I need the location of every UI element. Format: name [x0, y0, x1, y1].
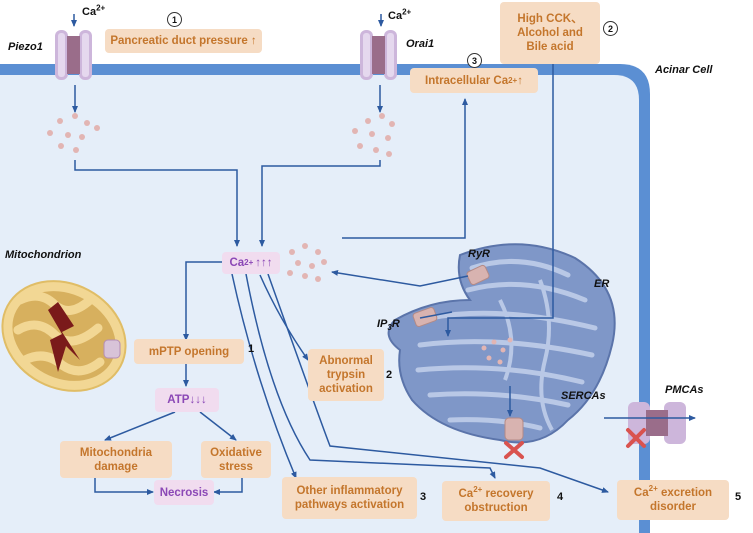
pmca-pump: [626, 402, 686, 448]
calcium-ion-label-left: Ca2+: [82, 3, 106, 18]
calcium-dots-mid: [352, 113, 395, 157]
ca-recovery-box: Ca2+ recovery obstruction: [442, 481, 550, 521]
er-label: ER: [594, 278, 610, 290]
marker-3: 3: [467, 53, 482, 68]
ryr-receptor: [466, 264, 490, 286]
step-number-5: 5: [735, 491, 742, 503]
acinar-cell-label: Acinar Cell: [655, 64, 713, 76]
orai1-label: Orai1: [406, 38, 435, 50]
mitochondrion: [1, 280, 127, 392]
pmcas-label: PMCAs: [665, 384, 704, 396]
step-number-3: 3: [420, 491, 427, 503]
marker-1: 1: [167, 12, 182, 27]
marker-2: 2: [603, 21, 618, 36]
necrosis-box: Necrosis: [154, 480, 214, 505]
sercas-label: SERCAs: [561, 390, 606, 402]
serca-pump: [504, 417, 524, 459]
calcium-dots-center: [287, 243, 327, 282]
endoplasmic-reticulum: [387, 243, 616, 444]
pathway-arrows: [71, 14, 696, 495]
step-number-4: 4: [557, 491, 564, 503]
ca-excretion-box: Ca2+ excretion disorder: [617, 480, 729, 520]
mptp-opening-box: mPTP opening: [134, 339, 244, 364]
atp-decrease-box: ATP↓↓↓: [155, 388, 219, 412]
piezo1-channel: [55, 30, 92, 80]
step-number-1: 1: [248, 343, 255, 355]
ryr-label: RyR: [468, 248, 491, 260]
step-number-2: 2: [386, 369, 393, 381]
calcium-dots-left: [47, 113, 100, 153]
orai1-channel: [360, 30, 397, 80]
mitochondrion-label: Mitochondrion: [5, 249, 82, 261]
ip3r-label: IP3R: [377, 318, 400, 333]
pancreatic-pressure-box: Pancreatic duct pressure ↑: [105, 29, 262, 53]
piezo1-label: Piezo1: [8, 41, 43, 53]
calcium-ion-label-mid: Ca2+: [388, 7, 412, 22]
